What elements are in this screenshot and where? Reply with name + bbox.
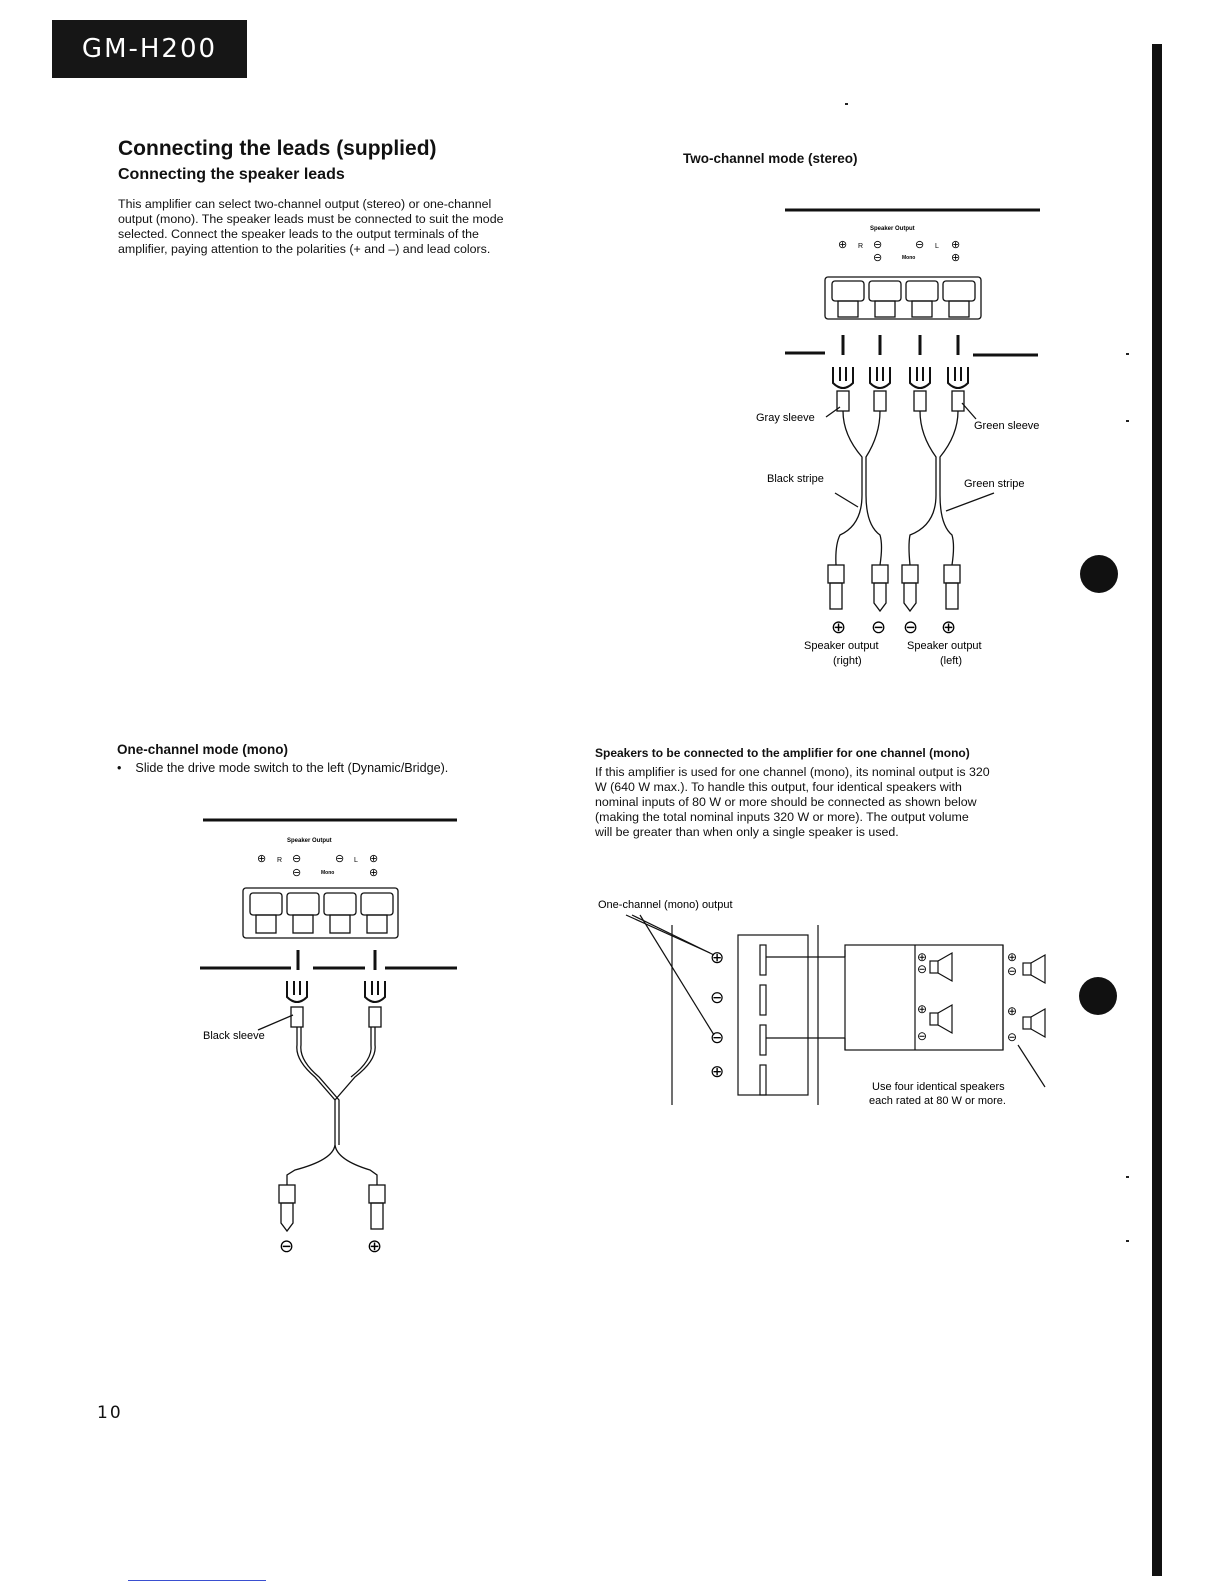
minus-symbol: ⊖ <box>915 239 924 251</box>
intro-line: amplifier, paying attention to the polar… <box>118 242 491 256</box>
section-subtitle: Connecting the speaker leads <box>118 166 345 183</box>
plus-symbol: ⊕ <box>838 239 847 251</box>
output-right-label: Speaker output <box>804 640 879 652</box>
minus-symbol: ⊖ <box>710 1028 724 1047</box>
green-sleeve-label: Green sleeve <box>974 420 1039 432</box>
binding-hole-mark <box>1079 977 1117 1015</box>
minus-symbol: ⊖ <box>292 853 301 865</box>
plus-symbol: ⊕ <box>1007 1004 1017 1018</box>
page-number: 10 <box>97 1403 123 1423</box>
minus-symbol: ⊖ <box>871 617 886 637</box>
plus-symbol: ⊕ <box>257 853 266 865</box>
speakers-line: If this amplifier is used for one channe… <box>595 765 990 779</box>
scan-speck <box>1126 353 1129 355</box>
plus-symbol: ⊕ <box>369 853 378 865</box>
link-underline <box>128 1580 266 1581</box>
page-edge-rule <box>1152 44 1162 1576</box>
speakers-heading: Speakers to be connected to the amplifie… <box>595 746 970 760</box>
speakers-line: (making the total nominal inputs 320 W o… <box>595 810 969 824</box>
mono-bullet-text: Slide the drive mode switch to the left … <box>135 761 449 775</box>
speakers-line: will be greater than when only a single … <box>595 825 899 839</box>
binding-hole-mark <box>1080 555 1118 593</box>
plus-symbol: ⊕ <box>710 1062 724 1081</box>
speakers-paragraph: If this amplifier is used for one channe… <box>595 765 1048 840</box>
output-left-sub: (left) <box>940 655 962 667</box>
minus-symbol: ⊖ <box>873 252 882 264</box>
speakers-line: nominal inputs of 80 W or more should be… <box>595 795 977 809</box>
model-name: GM-H200 <box>81 34 218 64</box>
panel-l-label: L <box>354 857 358 864</box>
minus-symbol: ⊖ <box>335 853 344 865</box>
intro-paragraph: This amplifier can select two-channel ou… <box>118 197 573 257</box>
mono-heading: One-channel mode (mono) <box>117 742 289 757</box>
minus-symbol: ⊖ <box>1007 1030 1017 1044</box>
green-stripe-label: Green stripe <box>964 478 1025 490</box>
plus-symbol: ⊕ <box>369 867 378 879</box>
minus-symbol: ⊖ <box>292 867 301 879</box>
plus-symbol: ⊕ <box>831 617 846 637</box>
panel-l-label: L <box>935 243 939 250</box>
black-sleeve-label: Black sleeve <box>203 1030 265 1042</box>
mono-output-label: One-channel (mono) output <box>598 899 733 911</box>
panel-label: Speaker Output <box>287 838 332 844</box>
minus-symbol: ⊖ <box>917 962 927 976</box>
speaker-note-line1: Use four identical speakers <box>872 1081 1005 1093</box>
intro-line: selected. Connect the speaker leads to t… <box>118 227 479 241</box>
black-stripe-label: Black stripe <box>767 473 824 485</box>
plus-symbol: ⊕ <box>941 617 956 637</box>
panel-r-label: R <box>277 857 282 864</box>
plus-symbol: ⊕ <box>917 950 927 964</box>
output-left-label: Speaker output <box>907 640 982 652</box>
scan-speck <box>1126 1240 1129 1242</box>
minus-symbol: ⊖ <box>903 617 918 637</box>
output-right-sub: (right) <box>833 655 862 667</box>
scan-speck <box>845 103 848 105</box>
plus-symbol: ⊕ <box>951 239 960 251</box>
speakers-line: W (640 W max.). To handle this output, f… <box>595 780 962 794</box>
speaker-note-line2: each rated at 80 W or more. <box>869 1095 1006 1107</box>
minus-symbol: ⊖ <box>1007 964 1017 978</box>
panel-mono-label: Mono <box>902 255 915 261</box>
plus-symbol: ⊕ <box>367 1236 382 1256</box>
minus-symbol: ⊖ <box>873 239 882 251</box>
plus-symbol: ⊕ <box>917 1002 927 1016</box>
plus-symbol: ⊕ <box>1007 950 1017 964</box>
scan-speck <box>1126 1176 1129 1178</box>
stereo-heading: Two-channel mode (stereo) <box>683 151 858 166</box>
minus-symbol: ⊖ <box>917 1029 927 1043</box>
model-badge: GM-H200 <box>52 20 247 78</box>
minus-symbol: ⊖ <box>710 988 724 1007</box>
mono-bullet-item: • Slide the drive mode switch to the lef… <box>117 761 448 775</box>
mono-wiring-diagram: Speaker Output ⊕ R ⊖ ⊖ L ⊕ ⊖ Mono ⊕ Blac… <box>200 818 457 1256</box>
plus-symbol: ⊕ <box>710 948 724 967</box>
plus-symbol: ⊕ <box>951 252 960 264</box>
stereo-wiring-diagram: Speaker Output ⊕ R ⊖ ⊖ L ⊕ ⊖ Mono ⊕ Gray… <box>756 208 1040 667</box>
mono-speaker-diagram: One-channel (mono) output ⊕ ⊖ ⊖ ⊕ ⊕ ⊖ ⊕ … <box>598 899 1046 1107</box>
minus-symbol: ⊖ <box>279 1236 294 1256</box>
panel-mono-label: Mono <box>321 870 334 876</box>
bullet-mark: • <box>117 761 122 775</box>
intro-line: output (mono). The speaker leads must be… <box>118 212 504 226</box>
section-title: Connecting the leads (supplied) <box>118 137 437 160</box>
scan-speck <box>1126 420 1129 422</box>
panel-r-label: R <box>858 243 863 250</box>
panel-label: Speaker Output <box>870 226 915 232</box>
gray-sleeve-label: Gray sleeve <box>756 412 815 424</box>
intro-line: This amplifier can select two-channel ou… <box>118 197 492 211</box>
